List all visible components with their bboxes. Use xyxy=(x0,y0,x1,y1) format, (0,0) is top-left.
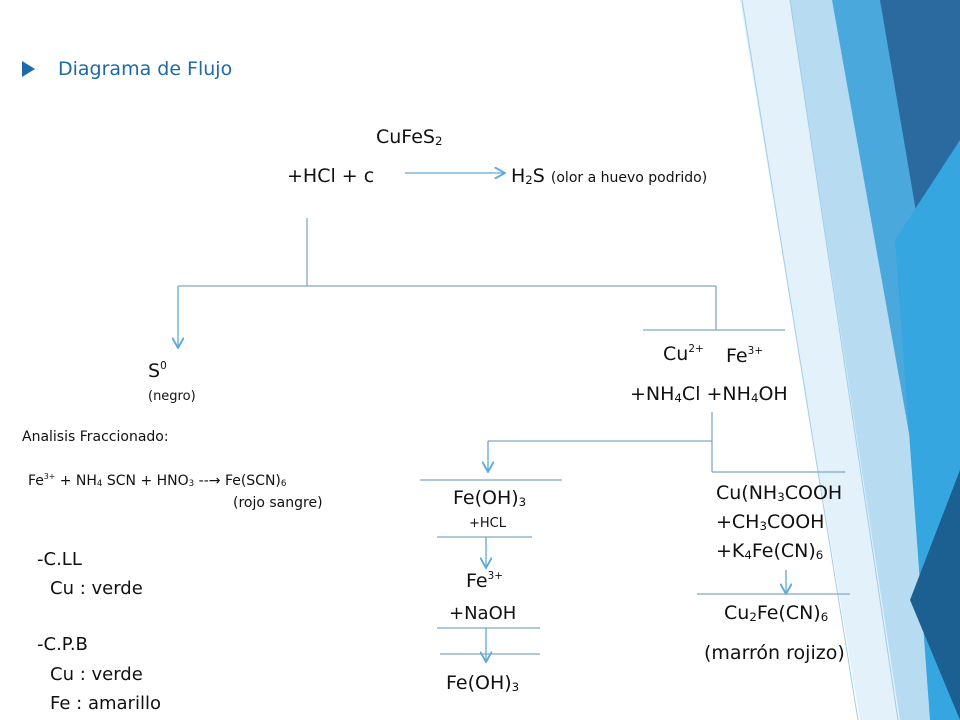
cu-nh3-label: Cu(NH3COOH xyxy=(716,482,843,504)
k4fecn6-reagent: +K4Fe(CN)6 xyxy=(716,540,824,562)
fraccionado-equation: Fe3+ + NH4 SCN + HNO3 --→ Fe(SCN)6 xyxy=(28,472,287,490)
fe3-label: Fe3+ xyxy=(726,345,763,367)
cpb-fe: Fe : amarillo xyxy=(50,693,161,714)
cu2fecn6-product: Cu2Fe(CN)6 xyxy=(724,602,829,624)
bullet-icon xyxy=(22,60,36,82)
cpb-label: -C.P.B xyxy=(37,634,88,655)
s0-label: S0 xyxy=(148,360,167,382)
cu2-label: Cu2+ xyxy=(663,343,704,365)
cll-cu: Cu : verde xyxy=(50,578,143,599)
reagent-nh4: +NH4Cl +NH4OH xyxy=(630,383,788,405)
cufes2-label: CuFeS2 xyxy=(376,126,443,148)
s0-note: (negro) xyxy=(148,389,196,404)
marron-rojizo-note: (marrón rojizo) xyxy=(704,642,845,664)
page-title: Diagrama de Flujo xyxy=(58,58,233,80)
h2s-product: H2S (olor a huevo podrido) xyxy=(511,165,708,187)
feoh3-label: Fe(OH)3 xyxy=(453,487,527,509)
fraccionado-heading: Analisis Fraccionado: xyxy=(22,429,169,445)
cpb-cu: Cu : verde xyxy=(50,664,143,685)
fe3-mid-label: Fe3+ xyxy=(466,570,503,592)
reagent-hcl: +HCl + c xyxy=(287,165,375,187)
ch3cooh-reagent: +CH3COOH xyxy=(716,511,825,533)
rojo-sangre-note: (rojo sangre) xyxy=(233,495,323,511)
feoh3-final: Fe(OH)3 xyxy=(446,672,520,694)
naoh-reagent: +NaOH xyxy=(449,603,517,624)
hcl-reagent: +HCL xyxy=(469,516,506,531)
deco-shape-deep xyxy=(910,470,960,720)
cll-label: -C.LL xyxy=(37,549,82,570)
